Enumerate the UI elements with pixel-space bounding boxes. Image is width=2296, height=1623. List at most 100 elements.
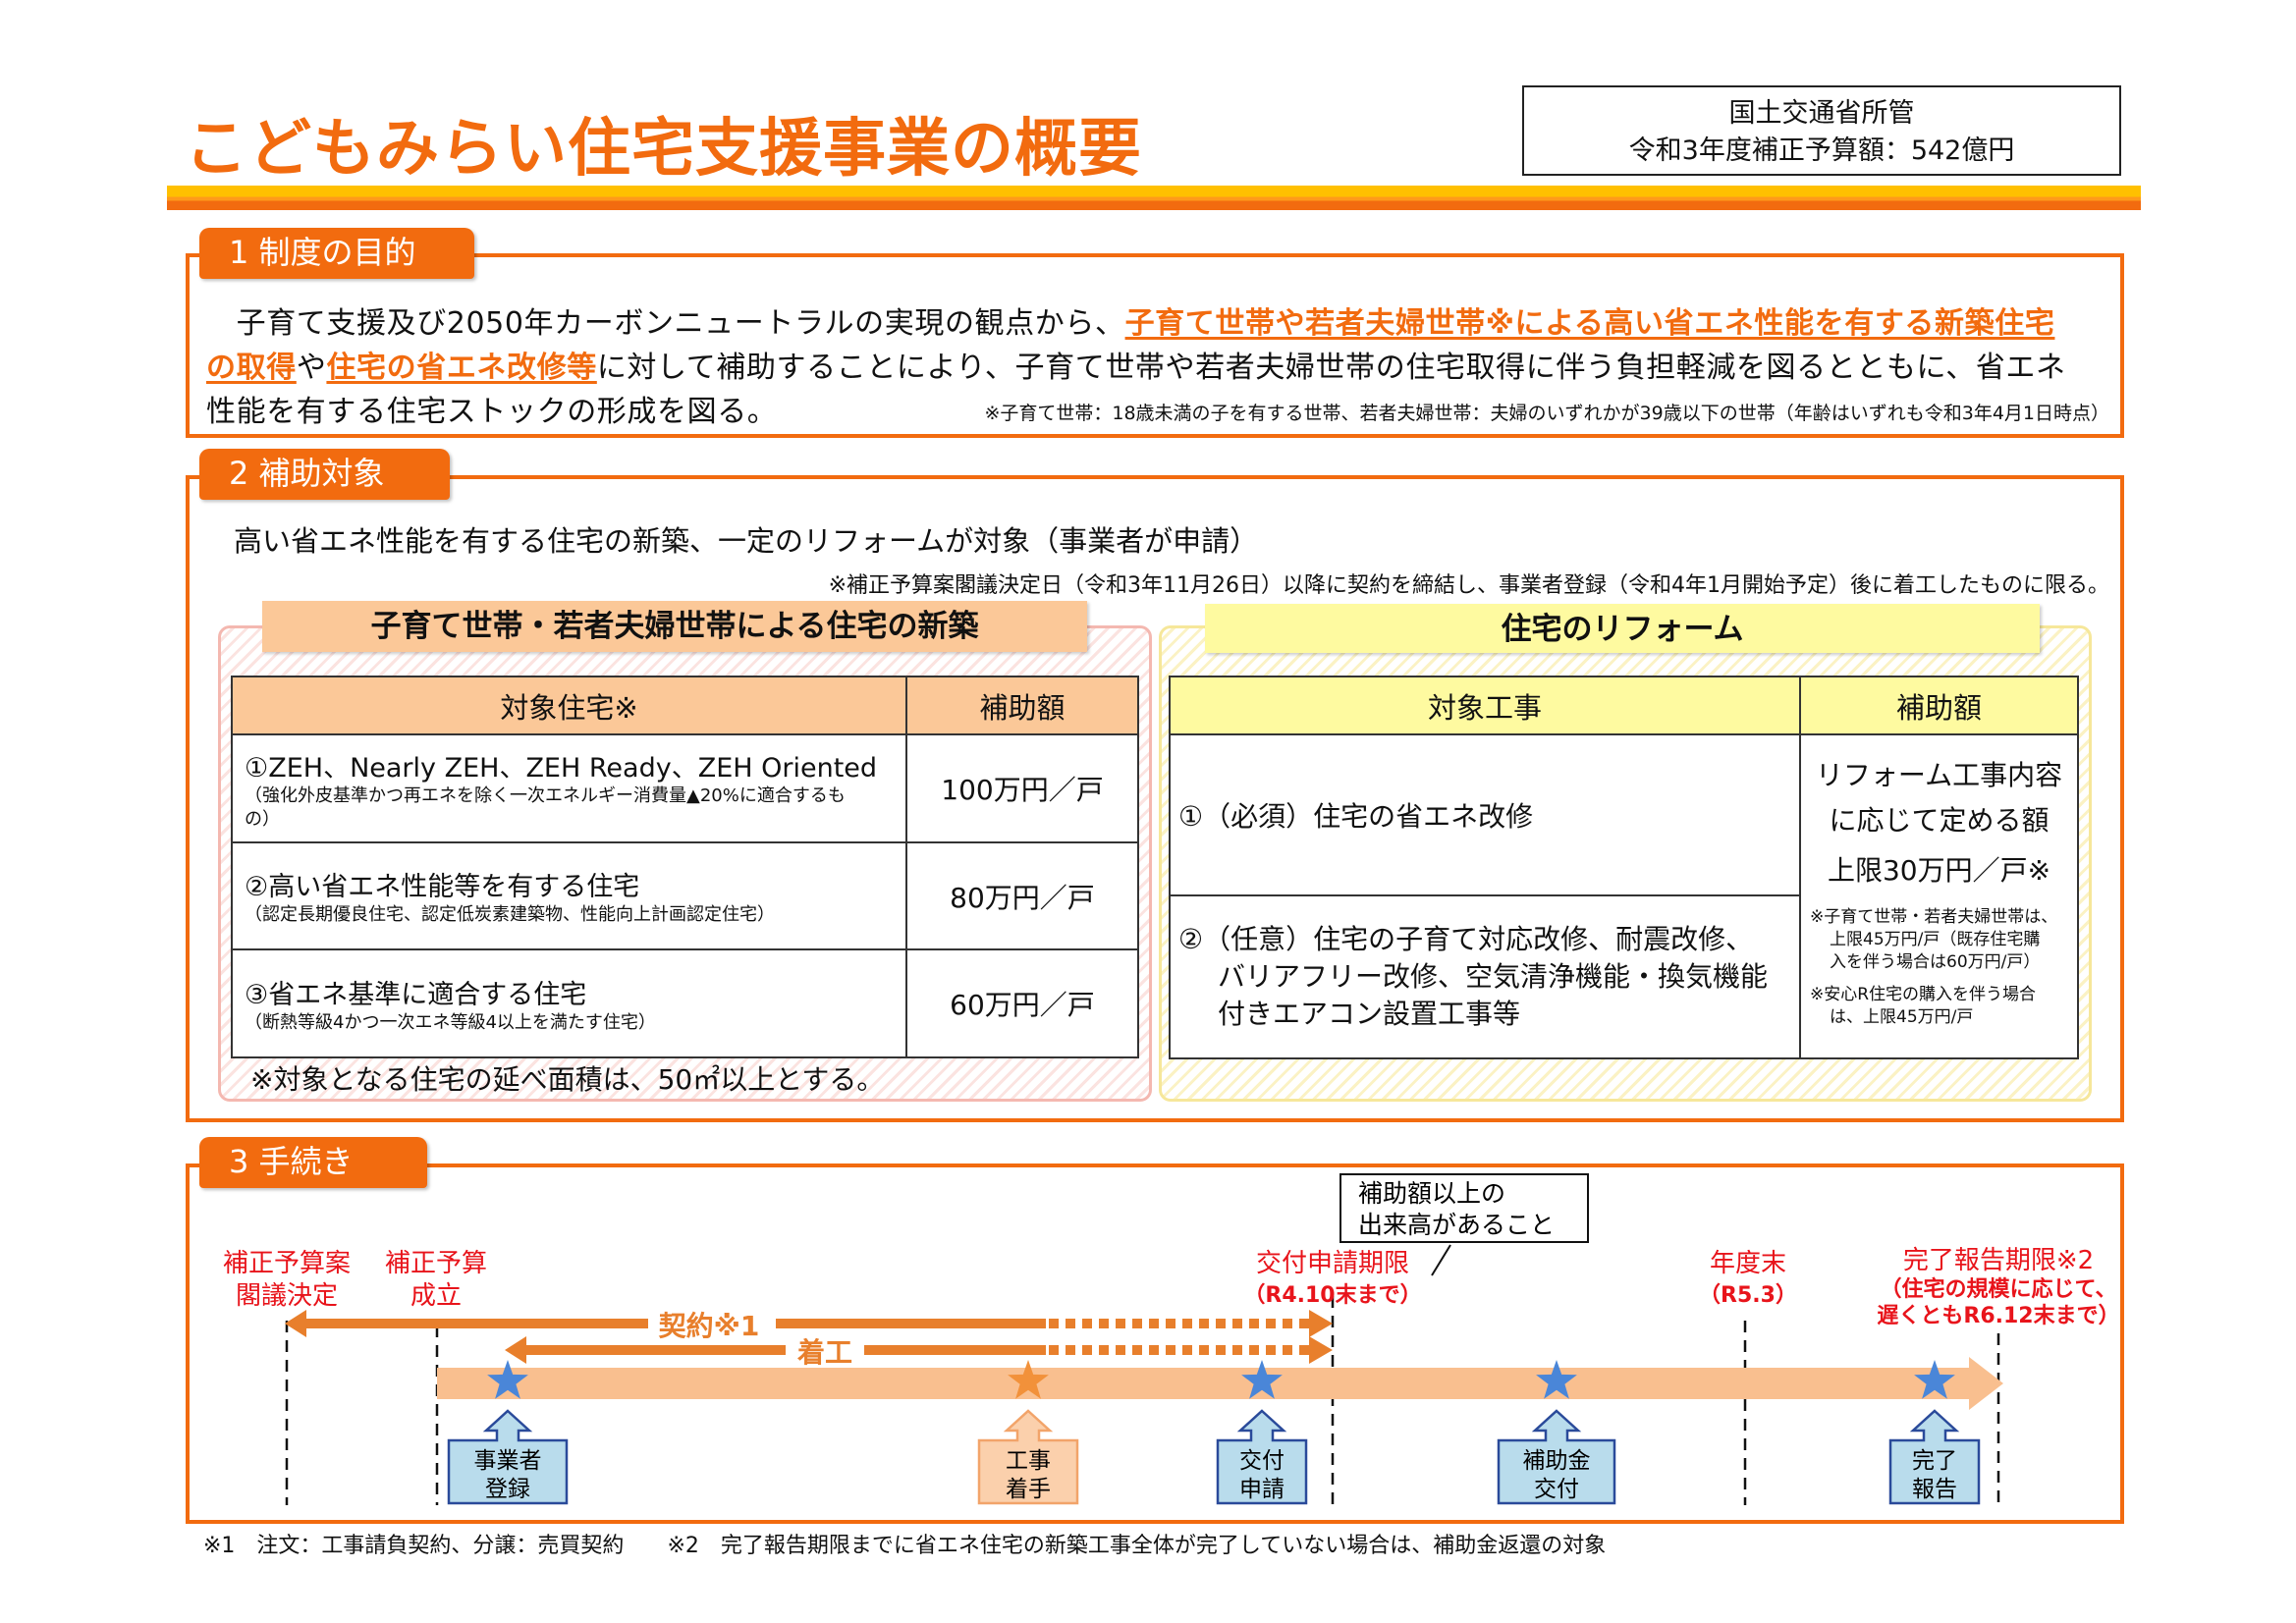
reform-title: 住宅のリフォーム: [1205, 604, 2040, 653]
floor-area-note: ※対象となる住宅の延べ面積は、50㎡以上とする。: [250, 1063, 885, 1096]
row-main: ③省エネ基準に適合する住宅: [245, 979, 587, 1010]
note-line: 上限45万円/戸（既存住宅購: [1830, 930, 2041, 949]
amount-line: に応じて定める額: [1829, 804, 2050, 837]
target-cell: ①ZEH、Nearly ZEH、ZEH Ready、ZEH Oriented（強…: [231, 733, 907, 843]
step-label: 完了: [1912, 1448, 1957, 1474]
milestone-star-icon: [487, 1360, 528, 1399]
step-box: [1497, 1409, 1616, 1505]
text: や: [296, 351, 327, 385]
highlight-text: 住宅の省エネ改修等: [326, 351, 597, 385]
amount-cell: 80万円／戸: [905, 841, 1139, 950]
milestone-label: 成立: [410, 1281, 462, 1311]
milestone-label: （R4.10末まで）: [1243, 1283, 1421, 1308]
milestone-label: （住宅の規模に応じて、: [1881, 1276, 2117, 1302]
milestone-label: （R5.3）: [1699, 1283, 1797, 1308]
budget-box: 国土交通省所管 令和3年度補正予算額：542億円: [1522, 85, 2121, 176]
table-row: ③省エネ基準に適合する住宅（断熱等級4かつ一次エネ等級4以上を満たす住宅） 60…: [231, 948, 1139, 1058]
row-sub: （強化外皮基準かつ再エネを除く一次エネルギー消費量▲20%に適合するもの）: [245, 784, 846, 830]
note-line: ※子育て世帯・若者夫婦世帯は、: [1810, 907, 2058, 927]
step-label: 交付: [1239, 1448, 1285, 1474]
targets-lead: 高い省エネ性能を有する住宅の新築、一定のリフォームが対象（事業者が申請）: [234, 524, 1259, 558]
budget-label: 令和3年度補正予算額：542億円: [1628, 135, 2015, 166]
target-cell: ②高い省エネ性能等を有する住宅（認定長期優良住宅、認定低炭素建築物、性能向上計画…: [231, 841, 907, 950]
construction-label: 着工: [796, 1336, 852, 1369]
work-line: 付きエアコン設置工事等: [1218, 998, 1521, 1030]
step-box: [977, 1409, 1079, 1505]
col-target-work: 対象工事: [1169, 676, 1801, 735]
step-box: [447, 1409, 569, 1505]
col-target-house: 対象住宅※: [231, 676, 907, 735]
table-row: ②（任意）住宅の子育て対応改修、耐震改修、 バリアフリー改修、空気清浄機能・換気…: [1169, 894, 2078, 1059]
milestone-label: 閣議決定: [236, 1281, 338, 1311]
milestone-labels: 補正予算案 閣議決定 補正予算 成立 交付申請期限 （R4.10末まで） 年度末…: [223, 1246, 2120, 1328]
step-label: 登録: [485, 1477, 530, 1502]
step-box: [1216, 1409, 1308, 1505]
milestone-star-icon: [1536, 1360, 1577, 1399]
row-sub: （認定長期優良住宅、認定低炭素建築物、性能向上計画認定住宅）: [245, 904, 775, 925]
milestone-star-icon: [1241, 1360, 1283, 1399]
table-header-row: 対象工事 補助額: [1169, 676, 2079, 735]
purpose-line-2: の取得や住宅の省エネ改修等に対して補助することにより、子育て世帯や若者夫婦世帯の…: [206, 343, 2066, 386]
milestone-label: 完了報告期限※2: [1903, 1246, 2094, 1275]
highlight-text: 子育て世帯や若者夫婦世帯※による高い省エネ性能を有する新築住宅: [1124, 306, 2055, 341]
header-stripe: [167, 186, 2141, 210]
purpose-note: ※子育て世帯：18歳未満の子を有する世帯、若者夫婦世帯：夫婦のいずれかが39歳以…: [984, 403, 2109, 424]
row-main: ②高い省エネ性能等を有する住宅: [245, 872, 640, 902]
callout-pointer: [1431, 1244, 1451, 1276]
amount-cell: 60万円／戸: [905, 948, 1139, 1058]
step-label: 申請: [1239, 1477, 1285, 1502]
household-note: ※子育て世帯・若者夫婦世帯は、 上限45万円/戸（既存住宅購 入を伴う場合は60…: [1802, 906, 2076, 1029]
new-build-title: 子育て世帯・若者夫婦世帯による住宅の新築: [262, 601, 1087, 652]
step-label: 着手: [1006, 1477, 1051, 1502]
step-box: [1888, 1409, 1981, 1505]
target-cell: ③省エネ基準に適合する住宅（断熱等級4かつ一次エネ等級4以上を満たす住宅）: [231, 948, 907, 1058]
section-procedure: [186, 1163, 2124, 1524]
amount-cell: 100万円／戸: [905, 733, 1139, 843]
note-line: 入を伴う場合は60万円/戸）: [1830, 952, 2041, 972]
timeline-bar: [437, 1357, 2003, 1410]
col-subsidy: 補助額: [1799, 676, 2079, 735]
milestone-star-icon: [1008, 1360, 1049, 1399]
table-row: ①ZEH、Nearly ZEH、ZEH Ready、ZEH Oriented（強…: [231, 733, 1139, 843]
amount-cap: 上限30万円／戸※: [1827, 854, 2051, 887]
footnote-1: ※1 注文：工事請負契約、分譲：売買契約: [203, 1534, 625, 1558]
section-tab-targets: 2 補助対象: [199, 449, 450, 500]
milestone-label: 交付申請期限: [1256, 1249, 1409, 1278]
procedure-footnotes: ※1 注文：工事請負契約、分譲：売買契約 ※2 完了報告期限までに省エネ住宅の新…: [203, 1528, 1606, 1559]
row-main: ①ZEH、Nearly ZEH、ZEH Ready、ZEH Oriented: [245, 752, 878, 784]
milestone-lines: [285, 1296, 2000, 1505]
col-subsidy: 補助額: [905, 676, 1139, 735]
footnote-2: ※2 完了報告期限までに省エネ住宅の新築工事全体が完了していない場合は、補助金返…: [667, 1534, 1607, 1558]
step-label: 補助金: [1523, 1448, 1591, 1474]
step-label: 事業者: [474, 1448, 542, 1474]
note-line: は、上限45万円/戸: [1830, 1007, 1974, 1027]
callout-text: 出来高があること: [1358, 1211, 1555, 1239]
ministry-label: 国土交通省所管: [1728, 98, 1915, 129]
text: に対して補助することにより、子育て世帯や若者夫婦世帯の住宅取得に伴う負担軽減を図…: [596, 351, 2066, 385]
purpose-line-1: 子育て支援及び2050年カーボンニュートラルの実現の観点から、子育て世帯や若者夫…: [206, 298, 2054, 342]
work-line: バリアフリー改修、空気清浄機能・換気機能: [1218, 960, 1769, 993]
milestone-label: 年度末: [1710, 1249, 1786, 1278]
work-cell: ②（任意）住宅の子育て対応改修、耐震改修、 バリアフリー改修、空気清浄機能・換気…: [1169, 894, 1801, 1059]
section-purpose: [186, 253, 2124, 438]
milestone-star-icon: [1914, 1360, 1955, 1399]
targets-note: ※補正予算案閣議決定日（令和3年11月26日）以降に契約を締結し、事業者登録（令…: [828, 573, 2109, 598]
purpose-line-3: 性能を有する住宅ストックの形成を図る。: [206, 395, 778, 429]
reform-amount-cell: リフォーム工事内容 に応じて定める額 上限30万円／戸※ ※子育て世帯・若者夫婦…: [1799, 733, 2079, 1059]
section-tab-purpose: 1 制度の目的: [199, 228, 474, 279]
section-targets: [186, 475, 2124, 1122]
note-line: ※安心R住宅の購入を伴う場合: [1810, 985, 2037, 1004]
milestone-label: 補正予算案: [223, 1249, 351, 1278]
construction-arrow: 着工: [505, 1336, 1333, 1369]
contract-arrow: 契約※1: [285, 1310, 1333, 1342]
milestone-label: 補正予算: [385, 1249, 487, 1278]
reform-table: 対象工事 補助額 ①（必須）住宅の省エネ改修 リフォーム工事内容 に応じて定める…: [1169, 676, 2079, 1059]
text: 子育て支援及び2050年カーボンニュートラルの実現の観点から、: [236, 306, 1125, 341]
work-line: ②（任意）住宅の子育て対応改修、耐震改修、: [1178, 923, 1754, 955]
amount-line: リフォーム工事内容: [1815, 759, 2063, 791]
row-sub: （断熱等級4かつ一次エネ等級4以上を満たす住宅）: [245, 1011, 656, 1033]
work-cell: ①（必須）住宅の省エネ改修: [1169, 733, 1801, 896]
page-title: こどもみらい住宅支援事業の概要: [185, 113, 1142, 186]
table-row: ①（必須）住宅の省エネ改修 リフォーム工事内容 に応じて定める額 上限30万円／…: [1169, 733, 2079, 1059]
